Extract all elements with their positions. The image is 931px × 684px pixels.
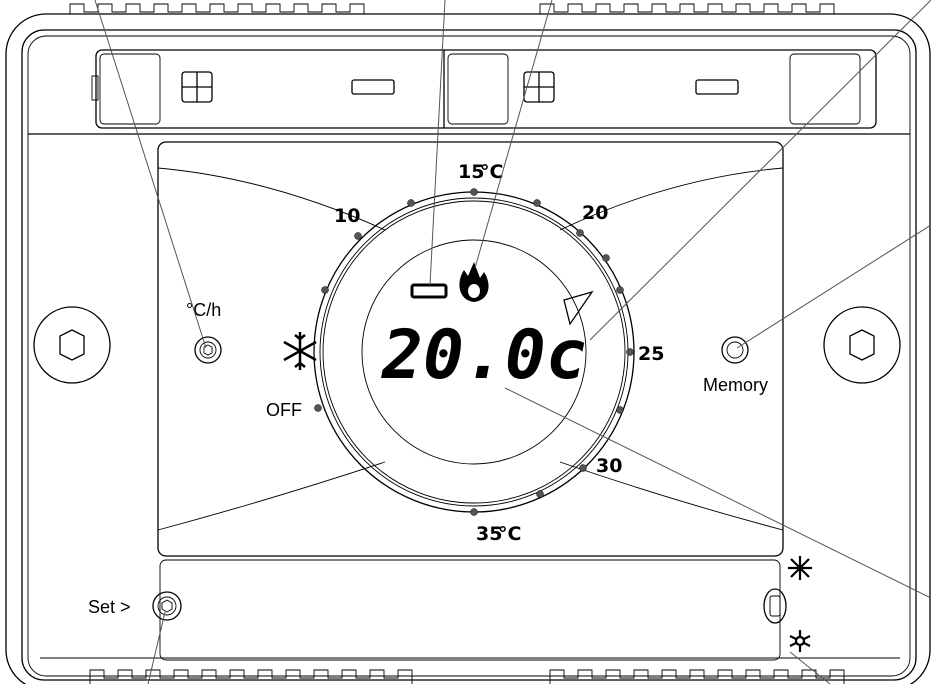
housing-inner	[21, 29, 917, 681]
scale-10: 10	[334, 205, 360, 227]
rate-button[interactable]	[194, 336, 222, 364]
scale-15-unit: °C	[480, 161, 503, 183]
scale-20: 20	[582, 202, 608, 224]
arrow-triangle-icon	[563, 290, 594, 326]
face-curve-bottom-left	[157, 461, 386, 531]
battery-plus-1	[181, 71, 213, 103]
set-button[interactable]	[152, 591, 182, 621]
face-curve-top-left	[157, 167, 386, 231]
battery-minus-2	[695, 79, 739, 95]
snowflake-icon	[283, 332, 317, 370]
memory-label: Memory	[703, 375, 768, 395]
frost-icon	[789, 630, 811, 652]
leader-lines	[94, 0, 931, 684]
face-curve-top-right	[559, 167, 784, 231]
housing-inner-2	[27, 35, 911, 677]
rate-label: °C/h	[186, 300, 221, 320]
face-panel	[157, 141, 784, 557]
scale-15: 15	[458, 161, 484, 183]
scale-35-unit: °C	[498, 523, 521, 545]
lcd-temperature: 20.0c	[381, 316, 587, 395]
mount-left	[33, 306, 111, 384]
set-label: Set >	[88, 597, 131, 617]
battery-plus-2	[523, 71, 555, 103]
face-curve-bottom-right	[559, 461, 784, 531]
top-clips	[69, 3, 835, 14]
housing-outer	[5, 13, 931, 684]
mode-switch[interactable]	[763, 588, 787, 624]
mount-right	[823, 306, 901, 384]
scale-25: 25	[638, 343, 664, 365]
bottom-clips	[89, 669, 845, 684]
scale-dots	[314, 188, 634, 516]
lower-area	[40, 559, 900, 661]
flame-icon	[459, 262, 489, 302]
sun-icon	[788, 556, 812, 580]
battery-minus-1	[351, 79, 395, 95]
memory-button[interactable]	[721, 336, 749, 364]
scale-30: 30	[596, 455, 622, 477]
scale-35: 35	[476, 523, 502, 545]
battery-compartment	[28, 49, 910, 135]
battery-icon	[410, 283, 448, 299]
off-label: OFF	[266, 400, 302, 420]
